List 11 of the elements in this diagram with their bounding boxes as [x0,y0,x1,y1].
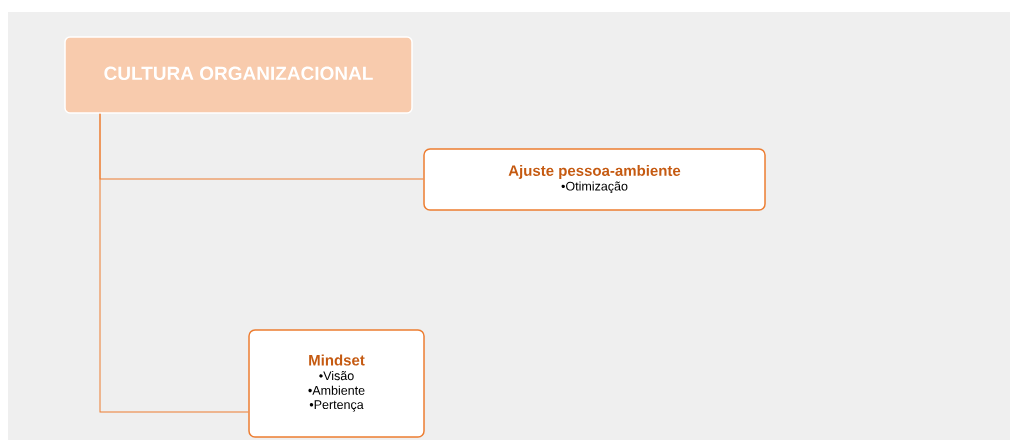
root-box [64,36,413,114]
bullet-item: •Visão [319,371,354,381]
topic-box [248,329,425,438]
bullet-item: •Pertença [309,400,364,412]
bullet-item: •Otimização [561,181,628,194]
bullet-item: •Ambiente [308,385,365,395]
topic-box [423,148,766,211]
connector-line [99,113,249,413]
box-title: Ajuste pessoa-ambiente [508,164,681,179]
box-title: CULTURA ORGANIZACIONAL [104,66,373,81]
box-title: Mindset [309,354,365,366]
